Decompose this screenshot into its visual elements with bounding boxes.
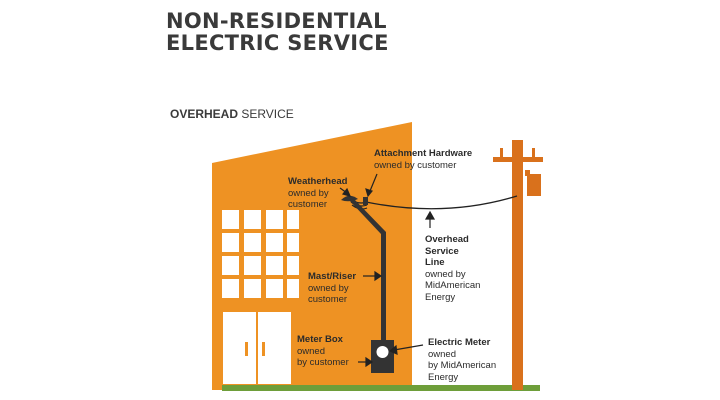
label-meter-box: Meter Box owned by customer	[297, 334, 349, 369]
label-mast-riser: Mast/Riser owned by customer	[308, 271, 356, 306]
overhead-owner-3: Energy	[425, 291, 456, 303]
doors	[223, 312, 291, 384]
label-weatherhead: Weatherhead owned by customer	[288, 176, 347, 211]
arrows	[339, 173, 436, 368]
mast-owner-1: owned by	[308, 282, 349, 294]
overhead-name-3: Line	[425, 257, 445, 268]
meter-name: Electric Meter	[428, 337, 491, 348]
weatherhead-name: Weatherhead	[288, 176, 348, 187]
mast-owner-2: customer	[308, 294, 348, 305]
ground	[222, 385, 540, 391]
overhead-name-2: Service	[425, 245, 459, 257]
subtitle-bold: OVERHEAD	[170, 107, 239, 121]
overhead-owner-2: MidAmerican	[425, 280, 481, 291]
attachment-owner: owned by customer	[374, 159, 457, 171]
subtitle-rest: SERVICE	[238, 107, 294, 121]
label-overhead-service-line: Overhead Service Line owned by MidAmeric…	[425, 234, 480, 303]
overhead-name-1: Overhead	[425, 234, 469, 245]
electric-meter	[376, 346, 389, 358]
weatherhead-owner-2: customer	[288, 199, 328, 210]
meter-arrow	[393, 344, 424, 351]
title-line-1: NON-RESIDENTIAL	[166, 9, 387, 33]
meter-owner-3: Energy	[428, 371, 459, 383]
meter-box-owner-2: by customer	[297, 357, 349, 368]
meter-box-name: Meter Box	[297, 334, 343, 345]
utility-pole	[493, 140, 543, 390]
overhead-owner-1: owned by	[425, 268, 466, 280]
label-electric-meter: Electric Meter owned by MidAmerican Ener…	[428, 337, 496, 383]
meter-owner-2: by MidAmerican	[428, 360, 497, 371]
section-subtitle: OVERHEAD SERVICE	[170, 107, 294, 121]
mast-name: Mast/Riser	[308, 271, 357, 282]
weatherhead-owner-1: owned by	[288, 187, 329, 199]
overhead-service-line	[365, 195, 518, 210]
meter-owner-1: owned	[428, 348, 456, 360]
title-line-2: ELECTRIC SERVICE	[166, 31, 389, 55]
meter-box-owner-1: owned	[297, 345, 325, 357]
attachment-name: Attachment Hardware	[374, 148, 473, 159]
attachment-hardware	[363, 197, 368, 205]
attachment-arrow	[369, 173, 378, 192]
windows	[222, 210, 299, 298]
page-title: NON-RESIDENTIAL ELECTRIC SERVICE	[166, 10, 389, 54]
label-attachment-hardware: Attachment Hardware owned by customer	[374, 148, 472, 171]
mast-riser	[349, 199, 386, 340]
